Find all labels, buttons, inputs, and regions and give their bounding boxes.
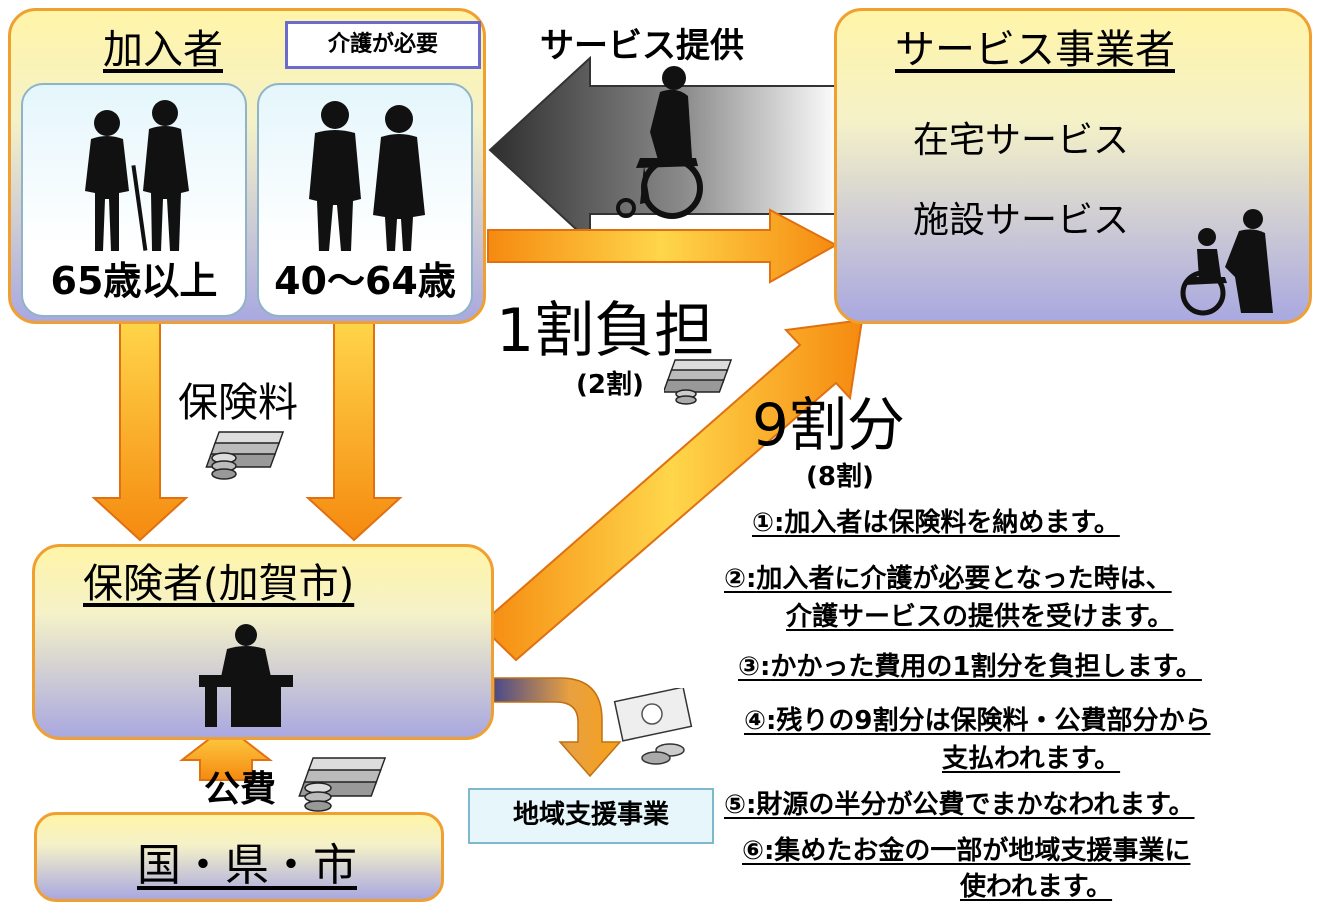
note-1-mark: ①: [752,508,785,538]
note-3: ③:かかった費用の1割分を負担します。 [738,646,1202,683]
note-2-mark: ②: [724,564,757,594]
elderly-couple-icon [85,100,189,251]
official-at-desk-icon [199,624,293,727]
note-6-mark: ⑥: [742,836,775,866]
note-6: ⑥:集めたお金の一部が地域支援事業に [742,830,1190,867]
community-support-box: 地域支援事業 [468,788,714,844]
money-stack-icon [664,359,733,405]
government-title: 国・県・市 [137,840,357,891]
premium-label: 保険料 [178,380,298,426]
note-6-cont: 使われます。 [960,872,1113,902]
insurer-title: 保険者(加賀市) [83,561,355,607]
note-2-text: 加入者に介護が必要となった時は、 [756,564,1172,594]
provider-box: サービス事業者 在宅サービス 施設サービス [834,8,1312,324]
note-5: ⑤:財源の半分が公費でまかなわれます。 [724,784,1195,821]
age-senior-label: 65歳以上 [50,259,218,303]
member-title: 加入者 [103,27,223,73]
note-4: ④:残りの9割分は保険料・公費部分から [744,700,1211,737]
member-box: 加入者 介護が必要 65歳以上 40〜64歳 [8,8,486,324]
bill-and-coins-icon [613,688,693,765]
note-4-cont: 支払われます。 [942,744,1121,774]
copay-arrow [487,208,839,284]
care-needed-badge: 介護が必要 [285,21,481,69]
note-2-cont: 介護サービスの提供を受けます。 [786,602,1174,632]
facility-service-label: 施設サービス [913,200,1130,241]
note-2: ②:加入者に介護が必要となった時は、 [724,558,1172,595]
remainder-label: 9割分 [752,391,905,459]
public-funds-arrow [179,724,273,781]
note-1-text: 加入者は保険料を納めます。 [784,508,1120,538]
money-stack-icon [298,757,387,812]
provider-title: サービス事業者 [895,27,1175,73]
insurer-box: 保険者(加賀市) [32,544,494,740]
note-6-text: 集めたお金の一部が地域支援事業に [774,836,1191,866]
note-3-text: かかった費用の1割分を負担します。 [770,652,1202,682]
care-needed-label: 介護が必要 [327,32,438,57]
note-4-text: 残りの9割分は保険料・公費部分から [776,706,1211,736]
premium-arrow-left [91,317,189,542]
adult-couple-icon [309,101,425,251]
public-funds-label: 公費 [204,769,277,810]
caregiver-wheelchair-icon [1180,209,1273,316]
copay-label: 1割負担 [496,296,715,366]
note-1: ①:加入者は保険料を納めます。 [752,502,1120,539]
age-middle-label: 40〜64歳 [274,259,456,303]
remainder-arrow [478,318,864,662]
note-5-mark: ⑤: [724,790,757,820]
note-5-text: 財源の半分が公費でまかなわれます。 [756,790,1195,820]
remainder-alt-label: (8割) [806,462,874,492]
home-service-label: 在宅サービス [913,120,1130,161]
community-support-label: 地域支援事業 [512,800,669,830]
copay-alt-label: (2割) [576,370,644,400]
premium-arrow-right [305,317,403,542]
money-stack-icon [205,431,285,480]
wheelchair-user-icon [616,66,703,219]
note-3-mark: ③: [738,652,771,682]
note-4-mark: ④: [744,706,777,736]
middle-age-panel: 40〜64歳 [257,83,473,317]
government-box: 国・県・市 [34,812,444,902]
service-provision-label: サービス提供 [540,26,744,66]
community-support-arrow [493,677,622,778]
senior-panel: 65歳以上 [21,83,247,317]
